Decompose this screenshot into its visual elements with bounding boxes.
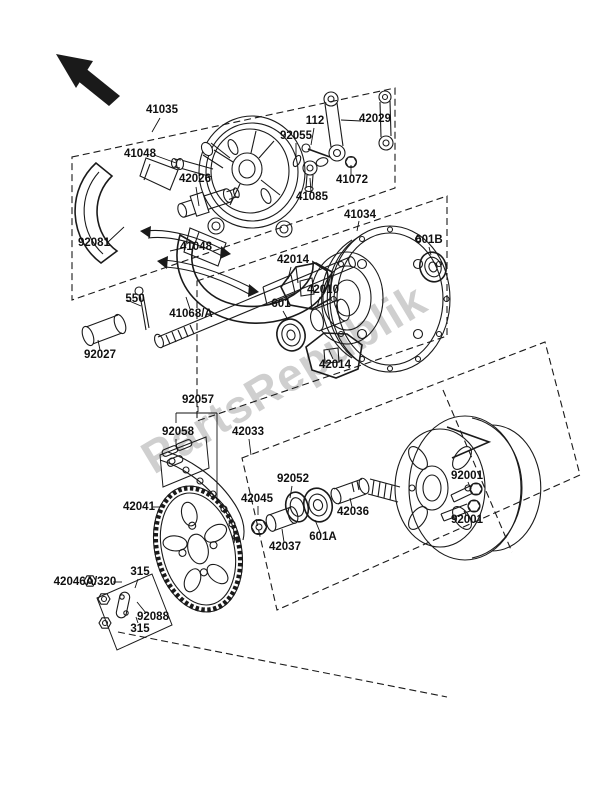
part-label: 42029 [359, 113, 391, 125]
leader-line [97, 339, 101, 351]
part-label: 42046A/320 [54, 576, 117, 588]
part-label: 42026 [179, 173, 211, 185]
part-label: 41034 [344, 209, 377, 221]
leader-line [309, 177, 312, 193]
leader-line [340, 119, 362, 122]
part-label: 42010 [307, 284, 339, 296]
part-label: 92052 [277, 473, 309, 485]
leader-line [356, 220, 360, 232]
leader-line [316, 296, 321, 308]
leader-line [248, 438, 252, 456]
leader-line [126, 299, 142, 307]
assembly-boxes [71, 87, 581, 698]
part-label: 42041 [123, 501, 156, 513]
direction-arrow [56, 54, 120, 106]
label-brackets [175, 412, 218, 502]
part-label: 42045 [241, 493, 274, 505]
part-label: 41048 [180, 241, 213, 253]
rear-drum-drawing [276, 225, 451, 379]
part-label: 41072 [336, 174, 368, 186]
part-label: 601 [271, 298, 291, 310]
part-label: 41085 [296, 191, 329, 203]
part-label: 550 [125, 293, 144, 305]
drum-assembly-box [196, 195, 448, 422]
axle-drawing [81, 256, 356, 349]
part-label: 42014 [277, 254, 310, 266]
leader-line [151, 117, 161, 133]
sprocket-stud-group-drawing [83, 575, 131, 629]
part-label: 112 [306, 115, 325, 127]
leader-line [185, 296, 191, 310]
part-label: 42036 [337, 506, 369, 518]
part-label: 315 [130, 623, 150, 635]
detail-boxes [96, 436, 210, 651]
label-leaders [97, 117, 471, 624]
part-label: 42033 [232, 426, 264, 438]
drive-chain-drawing [159, 439, 245, 544]
part-label: 92055 [280, 130, 313, 142]
leader-line [463, 510, 467, 516]
mount-direction-arrow [446, 426, 492, 459]
part-label: 601A [309, 531, 337, 543]
leader-line [282, 310, 289, 321]
leader-line [428, 246, 432, 256]
chain-joint-box [159, 436, 210, 488]
sprocket-drawing [152, 485, 244, 613]
rear-hub-drawing [250, 415, 542, 561]
part-label: 42037 [269, 541, 301, 553]
part-label: 41048 [124, 148, 157, 160]
part-label: 601B [415, 234, 443, 246]
leader-line [310, 127, 315, 146]
part-label: 41068/A [169, 308, 212, 320]
part-label: 92027 [84, 349, 116, 361]
leader-line [281, 528, 285, 543]
brake-panel-box [71, 87, 396, 301]
leader-line [314, 519, 321, 533]
part-label: 315 [130, 566, 150, 578]
brake-rod-parts-drawing [292, 90, 394, 193]
leader-line [153, 154, 177, 164]
leader-line [349, 497, 353, 508]
leader-line [134, 578, 139, 589]
part-label: 92001 [451, 470, 484, 482]
part-label: 92088 [137, 611, 170, 623]
bottom-guide-line [117, 631, 448, 698]
part-label: 92058 [162, 426, 195, 438]
part-labels: 41035 41048 42026 92055 112 42029 41072 41085 41… [54, 104, 484, 635]
leader-line [169, 247, 184, 252]
mount-guide-line [442, 389, 513, 553]
leader-line [195, 186, 200, 207]
leader-line [287, 266, 292, 280]
part-label: 92081 [78, 237, 111, 249]
part-label: 92001 [451, 514, 484, 526]
part-label: 42014 [319, 359, 352, 371]
leader-line [328, 349, 334, 360]
leader-line [135, 616, 139, 624]
leader-line [107, 226, 125, 243]
part-label: 41035 [146, 104, 179, 116]
brake-panel-drawing [170, 115, 306, 238]
leader-line [467, 481, 471, 488]
camshaft-drawing [177, 187, 240, 218]
leader-line [289, 485, 293, 499]
part-label: 92057 [182, 394, 214, 406]
leader-line [136, 601, 147, 614]
stud-group-box [96, 573, 173, 651]
